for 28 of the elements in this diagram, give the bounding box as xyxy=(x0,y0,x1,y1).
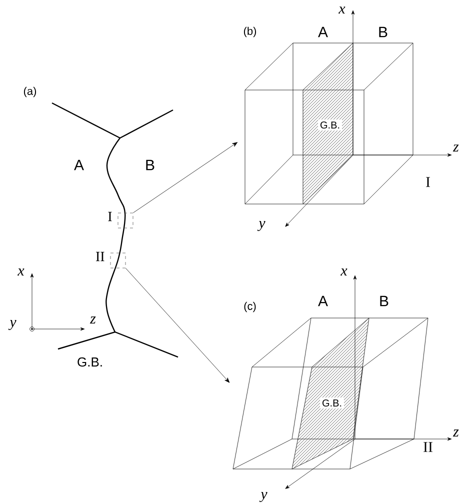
axis-label: z xyxy=(90,316,96,324)
grain-boundary-label: G.B. xyxy=(318,119,342,131)
panel-label: (a) xyxy=(24,86,36,98)
panel-label: (c) xyxy=(244,302,256,312)
region-label: II xyxy=(96,252,104,262)
axis-label: x xyxy=(340,268,348,276)
dashed-box xyxy=(118,212,134,228)
axis-label: x xyxy=(17,268,24,276)
axis-label: z xyxy=(452,430,459,436)
dashed-box xyxy=(110,252,126,268)
region-label: I xyxy=(426,177,430,187)
axis-label: y xyxy=(259,492,268,502)
arrow xyxy=(133,142,238,213)
region-label: B xyxy=(146,160,154,170)
region-label: A xyxy=(318,26,328,38)
panel-label: (b) xyxy=(244,26,256,38)
region-label: A xyxy=(74,160,84,170)
grain-boundary-label: G.B. xyxy=(320,397,344,409)
region-label: B xyxy=(379,26,388,38)
region-label: I xyxy=(108,212,112,222)
axis-label: y xyxy=(257,220,266,232)
cube-drawing xyxy=(244,42,414,204)
axis-label: z xyxy=(452,144,459,152)
region-label: II xyxy=(424,442,432,452)
axis-label: y xyxy=(8,320,16,330)
arrow xyxy=(126,268,230,383)
grain-boundary-label: G.B. xyxy=(78,357,102,367)
axis-label: x xyxy=(338,6,346,14)
